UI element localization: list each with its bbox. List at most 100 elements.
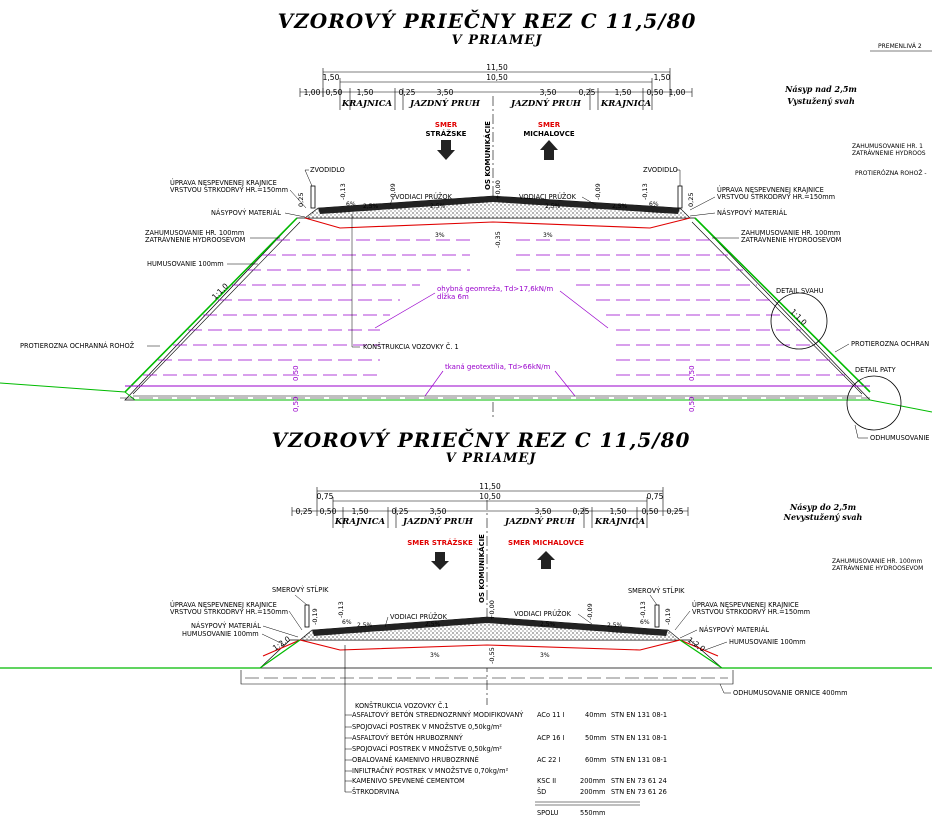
label-protierozna-right: PROTIEROZNA OCHRAN <box>851 340 929 348</box>
label-vodiaci-left: VODIACI PRÚŽOK <box>390 612 448 621</box>
slope-p3-left: 3% <box>430 652 440 659</box>
level-d: -0,09 <box>586 603 594 620</box>
label-zahum1-left: ZAHUMUSOVANIE HR. 100mm <box>145 229 244 237</box>
slope-p3-right: 3% <box>543 232 553 239</box>
legend-row-name: ASFALTOVÝ BETÓN STREDNOZRNNÝ MODIFIKOVAN… <box>352 710 524 719</box>
dim-seg: 1,50 <box>615 88 632 97</box>
level-a-right: -0,13 <box>641 183 649 200</box>
label-zahum2-left: ZATRÁVNENIE HYDROOSEVOM <box>145 235 246 244</box>
legend-title: KONŠTRUKCIA VOZOVKY Č.1 <box>355 701 449 710</box>
legend-total-value: 550mm <box>580 809 605 817</box>
slope-p1-right: 2,5% <box>607 622 623 629</box>
legend-row-thick: 60mm <box>585 756 606 764</box>
detail-paty-circle <box>846 375 902 431</box>
section-2-lanes: KRAJNICA JAZDNÝ PRUH JAZDNÝ PRUH KRAJNIC… <box>334 515 646 527</box>
label-oprava2-right: VRSTVOU ŠTRKODRVY HR.=150mm <box>692 607 810 616</box>
label-oprava1-right: ÚPRAVA NESPEVNENEJ KRAJNICE <box>717 185 824 194</box>
label-zvodidlo-left: ZVODIDLO <box>310 166 345 174</box>
label-geotextilia: tkaná geotextília, Td>66kN/m <box>445 363 550 371</box>
page-label: PREMENLIVÁ 2 <box>878 43 922 50</box>
direction-right-line2: MICHALOVCE <box>523 130 575 138</box>
level-a-left: -0,13 <box>339 183 347 200</box>
section-1-lanes: KRAJNICA JAZDNÝ PRUH JAZDNÝ PRUH KRAJNIC… <box>341 97 652 109</box>
legend-row: ŠTRKODRVINA ŠD 200mm STN EN 73 61 26 <box>345 787 667 796</box>
section-2-dimensions <box>291 487 689 528</box>
section-2: VZOROVÝ PRIEČNY REZ C 11,5/80 V PRIAMEJ … <box>0 427 932 705</box>
slope-p1-mid-right: 2,5% <box>540 621 556 628</box>
geogrid-layers <box>143 239 845 376</box>
legend-row-name: SPOJOVACÍ POSTREK V MNOŽSTVE 0,50kg/m² <box>352 744 502 753</box>
label-oprava2-left: VRSTVOU ŠTRKODRVY HR.=150mm <box>170 607 288 616</box>
legend-row: INFILTRAČNÝ POSTREK V MNOŽSTVE 0,70kg/m² <box>345 766 509 775</box>
dim-seg: 0,50 <box>320 507 337 516</box>
label-zahum-top-right-2: ZATRÁVNENIE HYDROOS <box>852 150 926 157</box>
direction-right-line1: SMER <box>538 121 561 129</box>
label-vodiaci-left: VODIACI PRÚŽOK <box>395 192 453 201</box>
section-1-labels-left: ZVODIDLO ÚPRAVA NESPEVNENEJ KRAJNICE VRS… <box>20 166 459 351</box>
legend-row: SPOJOVACÍ POSTREK V MNOŽSTVE 0,50kg/m² <box>345 722 502 731</box>
legend-row-code: AC 22 I <box>537 756 561 764</box>
slope-p2-left: 6% <box>342 619 352 626</box>
label-zvodidlo-right: ZVODIDLO <box>643 166 678 174</box>
section-2-subtitle: V PRIAMEJ <box>446 451 537 466</box>
legend-row: OBALOVANÉ KAMENIVO HRUBOZRNNÉ AC 22 I 60… <box>345 755 667 764</box>
lane-label: KRAJNICA <box>334 517 386 527</box>
section-2-note-line1: Násyp do 2,5m <box>789 502 856 512</box>
legend-row-thick: 50mm <box>585 734 606 742</box>
level-b-right: -0,13 <box>639 601 647 618</box>
legend-row-thick: 200mm <box>580 777 605 785</box>
pavement-legend: KONŠTRUKCIA VOZOVKY Č.1 ASFALTOVÝ BETÓN … <box>344 645 667 817</box>
section-1-title: VZOROVÝ PRIEČNY REZ C 11,5/80 <box>278 8 697 33</box>
dim-seg: 0,25 <box>573 507 590 516</box>
dim-seg: 0,25 <box>579 88 596 97</box>
slope-p2-right: 6% <box>640 619 650 626</box>
legend-row: SPOJOVACÍ POSTREK V MNOŽSTVE 0,50kg/m² <box>345 744 502 753</box>
slope-p2-left: 6% <box>346 201 356 208</box>
legend-row-norm: STN EN 73 61 26 <box>611 788 667 796</box>
legend-row-thick: 200mm <box>580 788 605 796</box>
legend-row-name: SPOJOVACÍ POSTREK V MNOŽSTVE 0,50kg/m² <box>352 722 502 731</box>
asphalt-layer <box>312 617 668 636</box>
level-c: +0,00 <box>494 180 502 200</box>
dim-seg: 3,50 <box>535 507 552 516</box>
label-geomreza1: ohybná geomreža, Td>17,6kN/m <box>437 285 553 293</box>
label-zahum2-right: ZATRÁVNENIE HYDROOSEVOM <box>832 565 923 572</box>
level-b-left: -0,09 <box>389 183 397 200</box>
legend-row-name: ASFALTOVÝ BETÓN HRUBOZRNNÝ <box>352 733 464 742</box>
slope-p1-left: 2,5% <box>363 203 379 210</box>
label-humusovanie-left: HUMUSOVANIE 100mm <box>182 630 259 638</box>
asphalt-layer <box>318 196 680 214</box>
lane-label: KRAJNICA <box>594 517 646 527</box>
legend-row-name: OBALOVANÉ KAMENIVO HRUBOZRNNÉ <box>352 755 479 764</box>
level-g-left: 0,50 <box>292 396 300 412</box>
level-b-right: -0,09 <box>594 183 602 200</box>
guardrail-left-icon <box>310 185 316 209</box>
ground-line <box>0 382 932 413</box>
direction-right: SMER MICHALOVCE <box>508 539 584 547</box>
dim-side-right: 1,50 <box>654 73 671 82</box>
legend-row-code: ACP 16 I <box>537 734 565 742</box>
ground-line-right <box>679 639 932 669</box>
legend-row-name: INFILTRAČNÝ POSTREK V MNOŽSTVE 0,70kg/m² <box>352 766 509 775</box>
level-a-right: -0,19 <box>664 608 672 625</box>
dim-seg: 0,50 <box>647 88 664 97</box>
dim-seg: 3,50 <box>430 507 447 516</box>
dim-seg: 1,50 <box>610 507 627 516</box>
legend-row-name: KAMENIVO SPEVNENÉ CEMENTOM <box>352 776 465 785</box>
dim-total-outer: 11,50 <box>486 63 508 72</box>
legend-row-code: ACo 11 I <box>537 711 565 719</box>
legend-row-norm: STN EN 131 08-1 <box>611 711 667 719</box>
label-vodiaci-right: VODIACI PRÚŽOK <box>514 609 572 618</box>
label-detail-paty: DETAIL PATY <box>855 366 897 374</box>
label-protierozna-top: PROTIERÓZNA ROHOŽ - <box>855 169 927 177</box>
section-2-note-line2: Nevystužený svah <box>783 512 863 522</box>
section-1-labels-right: ZVODIDLO ÚPRAVA NESPEVNENEJ KRAJNICE VRS… <box>519 143 929 442</box>
label-nasypovy-right: NÁSYPOVÝ MATERIÁL <box>699 625 769 634</box>
label-nasypovy-left: NÁSYPOVÝ MATERIÁL <box>211 208 281 217</box>
slope-right-green <box>694 217 871 393</box>
slope-p1-left: 2,5% <box>357 622 373 629</box>
slope-p3-right: 3% <box>540 652 550 659</box>
legend-row-norm: STN EN 131 08-1 <box>611 756 667 764</box>
legend-row-code: ŠD <box>537 787 546 796</box>
